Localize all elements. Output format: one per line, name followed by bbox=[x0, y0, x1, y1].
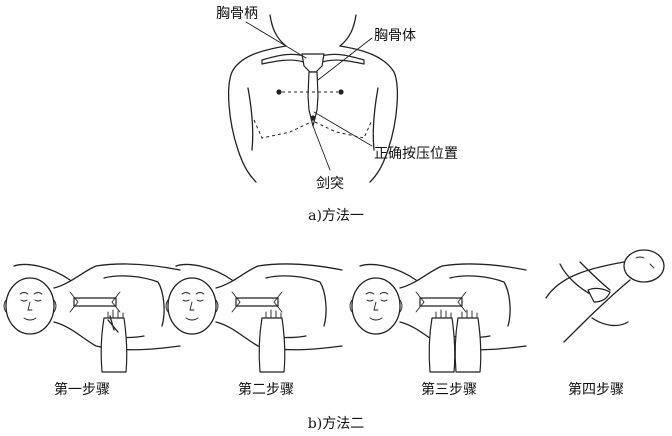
leader-correct-position bbox=[313, 111, 373, 147]
nipple-left bbox=[276, 89, 282, 95]
manubrium-bone bbox=[301, 53, 325, 73]
rescuer-arm-2 bbox=[579, 261, 611, 291]
leader-manubrium bbox=[245, 21, 307, 59]
step-2-label: 第二步骤 bbox=[238, 381, 294, 398]
step-1-fingers bbox=[107, 315, 119, 333]
caption-a: a)方法一 bbox=[308, 208, 364, 224]
step-1-figure bbox=[3, 263, 181, 373]
patient-head bbox=[623, 249, 665, 283]
step-3-figure bbox=[349, 263, 527, 373]
nipple-right bbox=[338, 89, 344, 95]
rescuer-hands bbox=[587, 287, 611, 303]
compression-point bbox=[310, 115, 316, 121]
step-2-figure bbox=[165, 263, 343, 373]
leader-sternum-body bbox=[317, 37, 373, 81]
sternum-body-bone bbox=[307, 71, 319, 119]
clavicle-left bbox=[261, 53, 305, 65]
label-xiphoid: 剑突 bbox=[316, 176, 344, 192]
clavicle-right bbox=[321, 53, 365, 65]
torso-figure-a bbox=[228, 14, 398, 183]
costal-margin bbox=[253, 119, 373, 139]
torso-outline bbox=[228, 45, 287, 183]
step-1-label: 第一步骤 bbox=[54, 381, 110, 398]
step-3-label: 第三步骤 bbox=[421, 381, 477, 398]
label-manubrium: 胸骨柄 bbox=[216, 6, 258, 22]
step-4-label: 第四步骤 bbox=[568, 381, 624, 398]
caption-b: b)方法二 bbox=[308, 416, 364, 432]
label-sternum-body: 胸骨体 bbox=[374, 28, 416, 44]
label-correct-position: 正确按压位置 bbox=[374, 146, 458, 162]
neck-outline bbox=[269, 14, 287, 47]
step-4-figure bbox=[545, 249, 665, 343]
leader-xiphoid bbox=[312, 125, 331, 171]
